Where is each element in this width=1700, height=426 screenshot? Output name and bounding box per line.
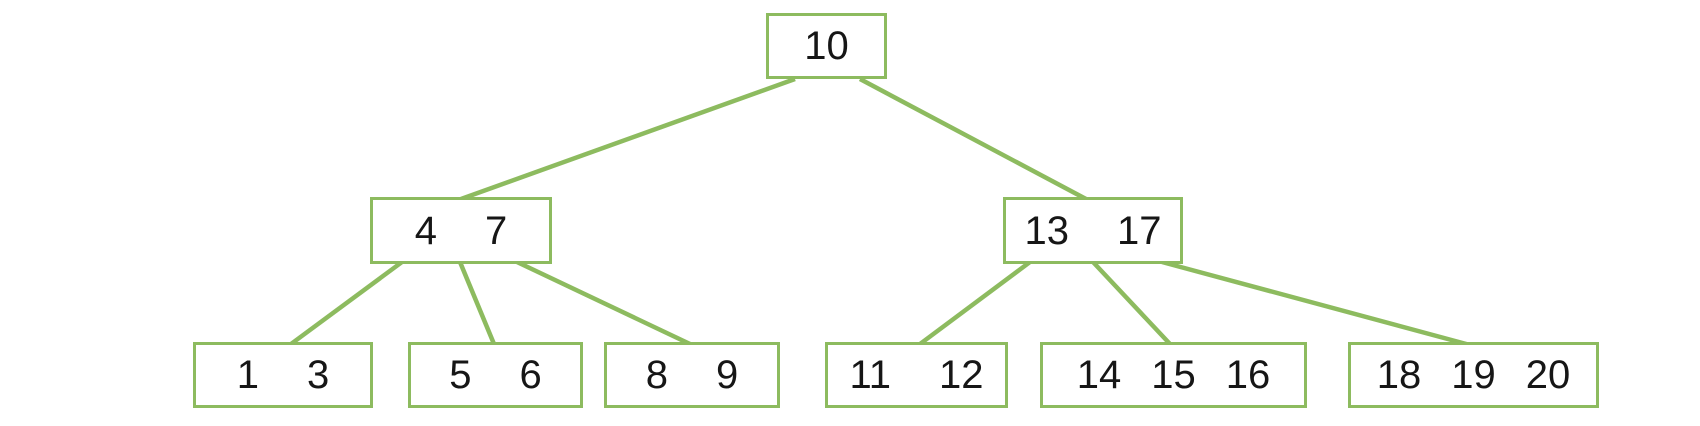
node-key: 6	[519, 353, 542, 397]
node-key: 14	[1076, 353, 1122, 397]
btree-node-11-12: 11 12	[825, 342, 1008, 408]
edge-13-17-to-18-19-20	[1161, 259, 1471, 348]
node-key: 19	[1451, 353, 1496, 397]
edge-13-17-to-11-12	[918, 260, 1032, 346]
node-key: 15	[1151, 353, 1196, 397]
btree-node-5-6: 5 6	[408, 342, 583, 408]
edge-root-to-13-17	[858, 77, 1088, 201]
node-key: 4	[414, 208, 437, 253]
node-key: 3	[307, 353, 330, 397]
edge-13-17-to-14-15-16	[1091, 260, 1172, 346]
edge-4-7-to-1-3	[289, 260, 404, 346]
node-key: 5	[449, 353, 472, 397]
node-key: 20	[1525, 353, 1571, 397]
btree-node-14-15-16: 14 15 16	[1040, 342, 1307, 408]
node-key: 7	[485, 208, 508, 253]
node-key: 17	[1117, 208, 1162, 253]
node-key: 8	[645, 353, 668, 397]
node-key: 18	[1376, 353, 1422, 397]
node-key: 9	[716, 353, 739, 397]
node-key: 16	[1225, 353, 1271, 397]
node-key: 11	[849, 353, 892, 397]
node-key: 1	[236, 353, 259, 397]
btree-node-4-7: 4 7	[370, 197, 552, 264]
btree-node-1-3: 1 3	[193, 342, 373, 408]
btree-node-18-19-20: 18 19 20	[1348, 342, 1599, 408]
btree-node-13-17: 13 17	[1003, 197, 1183, 264]
btree-node-8-9: 8 9	[604, 342, 780, 408]
node-key: 13	[1024, 208, 1070, 253]
edge-4-7-to-8-9	[516, 259, 691, 347]
node-key: 10	[804, 24, 849, 68]
node-key: 12	[939, 353, 984, 397]
edge-root-to-4-7	[460, 76, 796, 202]
edge-4-7-to-5-6	[457, 261, 497, 345]
btree-node-root-10: 10	[766, 13, 887, 79]
